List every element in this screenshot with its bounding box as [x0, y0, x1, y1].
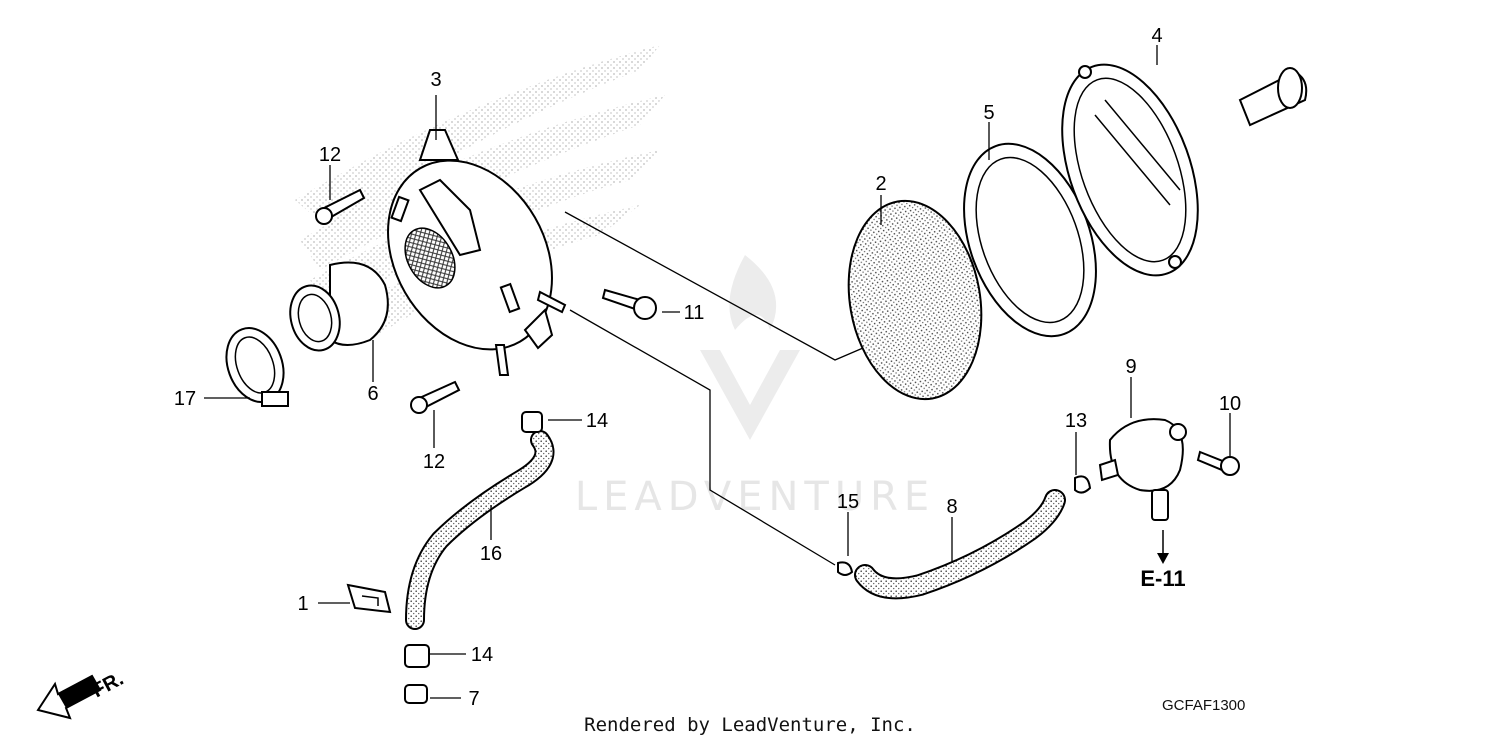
callout-6: 6	[367, 383, 378, 405]
air-cleaner-case	[387, 129, 567, 376]
reference-arrow	[1157, 530, 1169, 564]
leader-line-8	[569, 309, 836, 566]
breather-hose	[854, 489, 1066, 600]
callout-13: 13	[1065, 410, 1087, 432]
clip-14-lower	[404, 644, 430, 668]
callout-12-lower: 12	[423, 451, 445, 473]
callout-2: 2	[875, 173, 886, 195]
screw-12-upper	[315, 188, 366, 225]
callout-12-upper: 12	[319, 144, 341, 166]
callout-7: 7	[468, 688, 479, 710]
callout-5: 5	[983, 102, 994, 124]
callout-11: 11	[684, 302, 705, 324]
air-cleaner-joint	[289, 261, 389, 352]
joint-band	[225, 327, 289, 407]
diagram-code: GCFAF1300	[1162, 697, 1246, 714]
callout-1: 1	[297, 593, 308, 615]
air-cleaner-cover	[1061, 63, 1308, 277]
footer-credit: Rendered by LeadVenture, Inc.	[584, 714, 916, 736]
screw-12-lower	[410, 380, 461, 414]
leader-line-2	[564, 211, 871, 361]
leadventure-watermark: LEADVENTURE	[575, 255, 935, 520]
element-holder	[963, 142, 1097, 338]
callout-4: 4	[1151, 25, 1162, 47]
clip-13	[1074, 475, 1092, 494]
screw-11	[601, 288, 657, 320]
front-direction-label: FR.	[88, 668, 127, 703]
tube-clamp	[346, 583, 392, 614]
callout-10: 10	[1219, 393, 1241, 415]
clip-15	[837, 561, 854, 576]
callout-leaders	[204, 45, 1231, 699]
callout-3: 3	[430, 69, 441, 91]
drain-tube	[405, 430, 555, 630]
callout-8: 8	[946, 496, 957, 518]
air-cleaner-element	[847, 199, 983, 401]
callout-14-upper: 14	[586, 410, 608, 432]
drain-plug	[404, 684, 428, 704]
callout-17: 17	[174, 388, 196, 410]
screw-10	[1196, 450, 1240, 476]
callout-15: 15	[837, 491, 859, 513]
clip-14-upper	[521, 411, 543, 433]
callout-9: 9	[1125, 356, 1136, 378]
watermark-text: LEADVENTURE	[575, 474, 935, 520]
front-direction-arrow	[36, 674, 102, 720]
reference-e-11: E-11	[1140, 566, 1185, 591]
breather-separator	[1098, 418, 1187, 521]
callout-16: 16	[480, 543, 502, 565]
callout-14-lower: 14	[471, 644, 493, 666]
